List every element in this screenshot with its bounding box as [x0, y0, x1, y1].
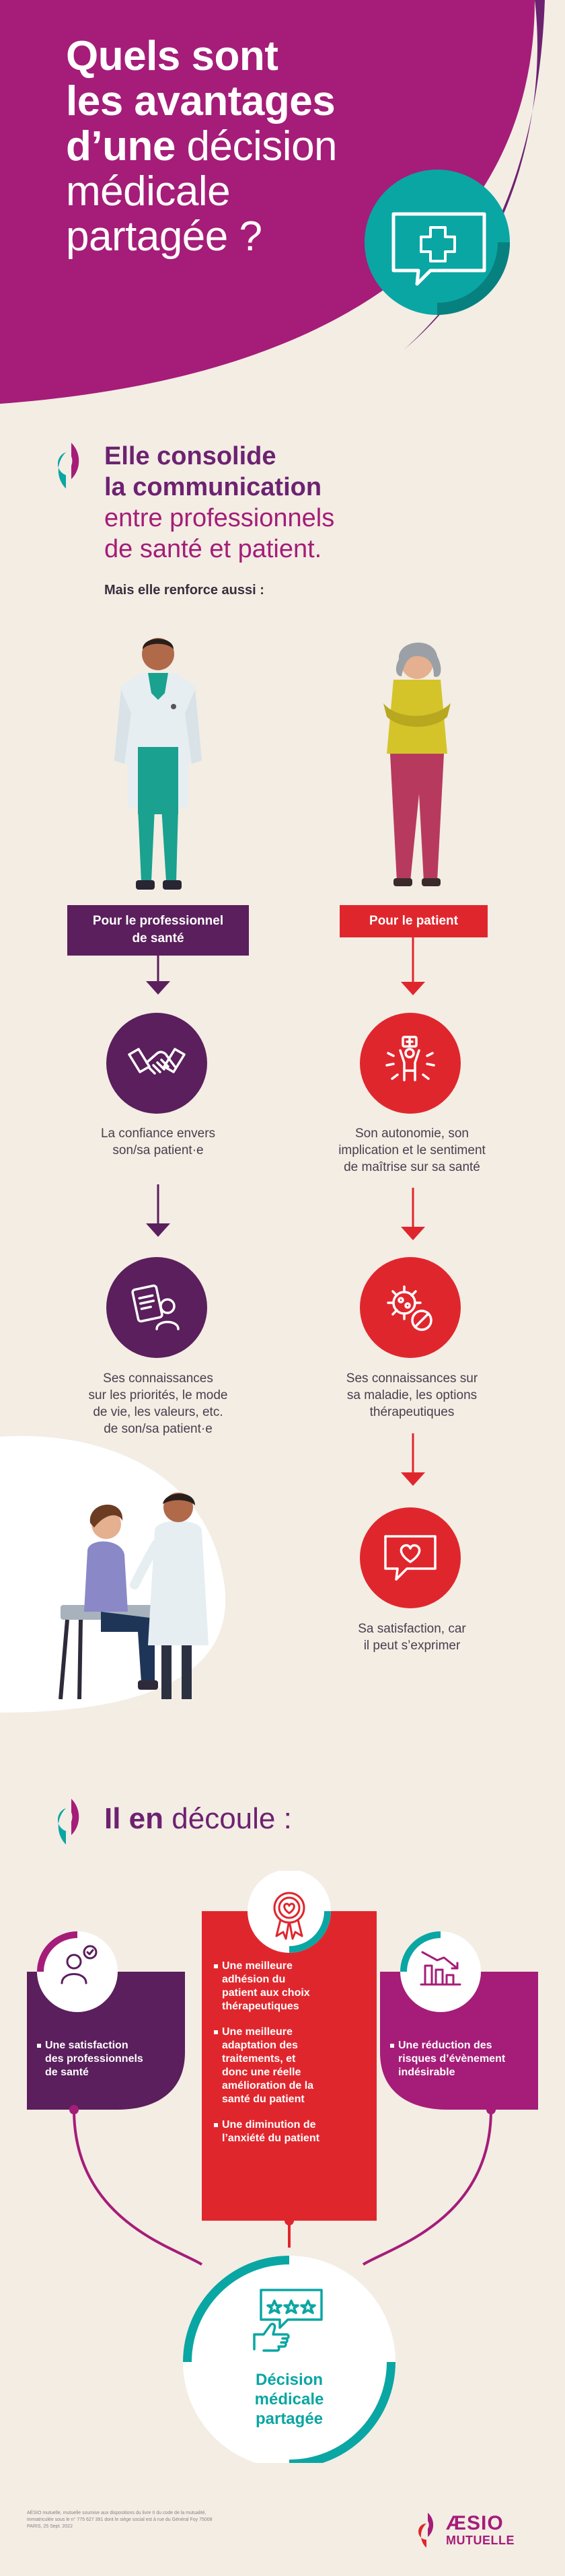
patient-label-box	[340, 905, 488, 937]
patient-illustration	[383, 642, 451, 886]
rating-stars-chat-icon	[253, 2289, 323, 2352]
right-item-2-text: Ses connaissances sur sa maladie, les op…	[346, 1371, 478, 1419]
virus-icon	[387, 1285, 432, 1331]
right-item-1-text: Son autonomie, son implication et le sen…	[338, 1126, 486, 1174]
arrow-down-icon	[401, 1433, 425, 1486]
patient-label: Pour le patient	[369, 914, 458, 928]
arrow-down-icon	[146, 1184, 170, 1237]
autonomy-circle	[360, 1013, 461, 1114]
handshake-circle	[106, 1013, 207, 1114]
arrow-down-icon	[401, 937, 425, 995]
section1-title: Elle consolide la communication entre pr…	[104, 442, 335, 563]
section-logo-icon	[57, 443, 79, 489]
aesio-logo-text: ÆSIO MUTUELLE	[446, 2512, 515, 2548]
satisfaction-circle	[360, 1507, 461, 1608]
decreasing-risk-icon	[420, 1951, 461, 1986]
section1-subtitle: Mais elle renforce aussi :	[104, 583, 264, 598]
handshake-icon	[128, 1048, 186, 1075]
header-circle	[365, 170, 510, 315]
section2-title: Il en découle :	[104, 1802, 292, 1835]
arrow-down-icon	[146, 956, 170, 995]
arrow-down-icon	[401, 1188, 425, 1240]
legal-notice: AÉSIO mutuelle, mutuelle soumise aux dis…	[27, 2511, 213, 2529]
left-item-2-text: Ses connaissances sur les priorités, le …	[88, 1371, 228, 1436]
aesio-logo-icon	[418, 2513, 434, 2548]
page-title: Quels sont les avantages d’une décision …	[66, 33, 338, 260]
doctor-illustration	[114, 638, 202, 890]
satisfied-professional-icon	[61, 1945, 98, 1984]
right-item-3-text: Sa satisfaction, car il peut s’exprimer	[358, 1622, 466, 1653]
section-logo-icon	[57, 1799, 79, 1845]
heart-chat-icon	[384, 1535, 437, 1581]
disease-knowledge-circle	[360, 1257, 461, 1358]
header-banner: Quels sont les avantages d’une décision …	[0, 0, 565, 404]
knowledge-circle	[106, 1257, 207, 1358]
autonomy-icon	[385, 1036, 435, 1081]
consultation-illustration	[0, 1435, 226, 1713]
award-heart-icon	[273, 1892, 305, 1940]
medical-chat-icon	[391, 212, 486, 286]
header-shape	[0, 0, 545, 404]
professional-label-box	[67, 905, 249, 956]
knowledge-icon	[131, 1284, 180, 1330]
